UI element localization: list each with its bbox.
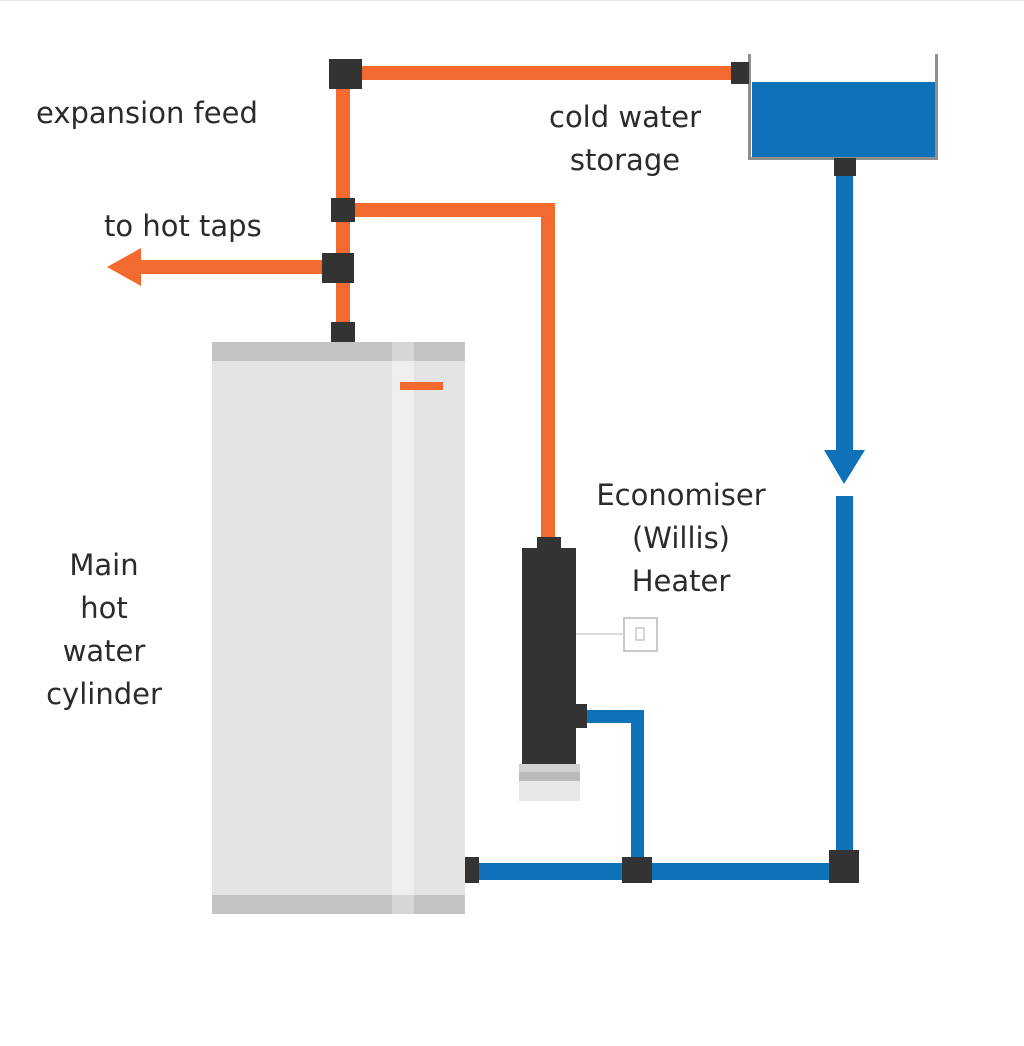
economiser-feed-horizontal-pipe [343, 203, 555, 217]
cold-storage-line-1: cold water [549, 100, 701, 134]
main-cylinder-line-3: water [62, 634, 146, 668]
economiser-cold-vertical-pipe [631, 710, 644, 870]
main-cylinder-line-2: hot [80, 591, 128, 625]
economiser-line-3: Heater [631, 564, 731, 598]
cold-storage-line-2: storage [569, 143, 681, 177]
fitting-top-corner [329, 59, 362, 89]
main-cylinder-label: Main hot water cylinder [24, 544, 184, 716]
fitting-tank-inlet [731, 62, 749, 84]
hot-taps-pipe [140, 260, 340, 274]
tank-water [752, 82, 936, 158]
expansion-feed-pipe [343, 66, 743, 80]
main-cylinder-line-1: Main [69, 548, 139, 582]
cold-water-storage-label: cold water storage [520, 96, 730, 182]
cold-water-storage-tank [748, 54, 938, 160]
fitting-heater-top [537, 537, 561, 550]
pipe-fittings [322, 59, 859, 883]
cold-down-pipe-upper [836, 172, 853, 454]
heater-base-ring-2 [519, 772, 580, 781]
economiser-heater [519, 548, 658, 801]
fitting-cylinder-inlet [465, 857, 479, 883]
main-hot-water-cylinder [212, 342, 465, 914]
top-border [0, 0, 1024, 1]
cylinder-top-band-stripe [392, 342, 414, 361]
heater-base-ring [519, 764, 580, 772]
economiser-feed-vertical-pipe [541, 203, 555, 543]
switch-toggle-icon [635, 627, 645, 641]
expansion-feed-text: expansion feed [36, 96, 258, 130]
cylinder-bottom-band-stripe [392, 895, 414, 914]
main-cylinder-line-4: cylinder [46, 677, 162, 711]
cylinder-indicator [400, 382, 443, 390]
expansion-feed-label: expansion feed [36, 92, 258, 135]
fitting-hot-taps-tee [322, 253, 354, 283]
arrow-left-icon [107, 248, 141, 286]
arrow-down-icon [824, 450, 865, 484]
fitting-cylinder-outlet [331, 322, 355, 342]
cylinder-body [212, 342, 465, 912]
economiser-line-2: (Willis) [631, 521, 730, 555]
heater-body [522, 548, 576, 764]
tank-wall-left [748, 54, 751, 160]
fitting-heater-inlet [575, 704, 587, 728]
hot-taps-label: to hot taps [104, 205, 262, 248]
cylinder-highlight-stripe [392, 342, 414, 912]
heater-base [519, 781, 580, 801]
cold-down-pipe-lower [836, 496, 853, 868]
fitting-economiser-tee [331, 198, 355, 222]
fitting-cold-tee [622, 857, 652, 883]
economiser-cold-horizontal-pipe [580, 710, 644, 723]
cylinder-bottom-band [212, 895, 465, 914]
switch-box-icon [623, 617, 658, 652]
hot-taps-text: to hot taps [104, 209, 262, 243]
cold-pipes [472, 172, 865, 880]
fitting-cold-corner [829, 850, 859, 883]
cylinder-top-band [212, 342, 465, 361]
tank-wall-right [935, 54, 938, 160]
economiser-label: Economiser (Willis) Heater [566, 474, 796, 603]
cold-feed-pipe [472, 863, 850, 880]
economiser-line-1: Economiser [596, 478, 766, 512]
fitting-tank-outlet [834, 158, 856, 176]
